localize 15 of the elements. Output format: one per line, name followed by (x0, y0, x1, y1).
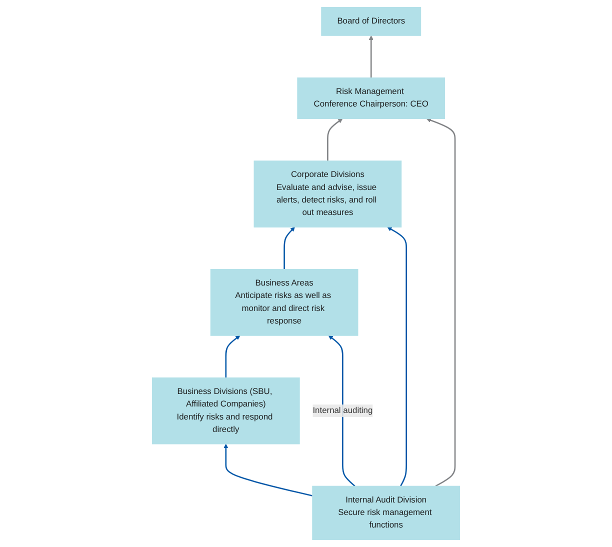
arrow (426, 118, 456, 487)
edge-label: Internal auditing (312, 406, 373, 416)
node-box: Risk Management Conference Chairperson: CEO (297, 77, 446, 120)
arrow (368, 35, 374, 78)
node-box: Internal Audit Division Secure risk management functions (312, 486, 460, 540)
arrow (224, 444, 313, 496)
arrow (225, 335, 240, 378)
node-box: Business Areas Anticipate risks as well as monitor and direct risk response (210, 269, 358, 336)
arrow (284, 226, 295, 270)
node-box: Corporate Divisions Evaluate and advise, issue alerts, detect risks, and roll out measures (254, 160, 402, 228)
arrow (387, 226, 407, 486)
arrow (327, 118, 343, 161)
node-box: Business Divisions (SBU, Affiliated Companies) Identify risks and respond directly (152, 377, 300, 444)
arrow (328, 335, 356, 487)
node-box: Board of Directors (321, 6, 422, 36)
